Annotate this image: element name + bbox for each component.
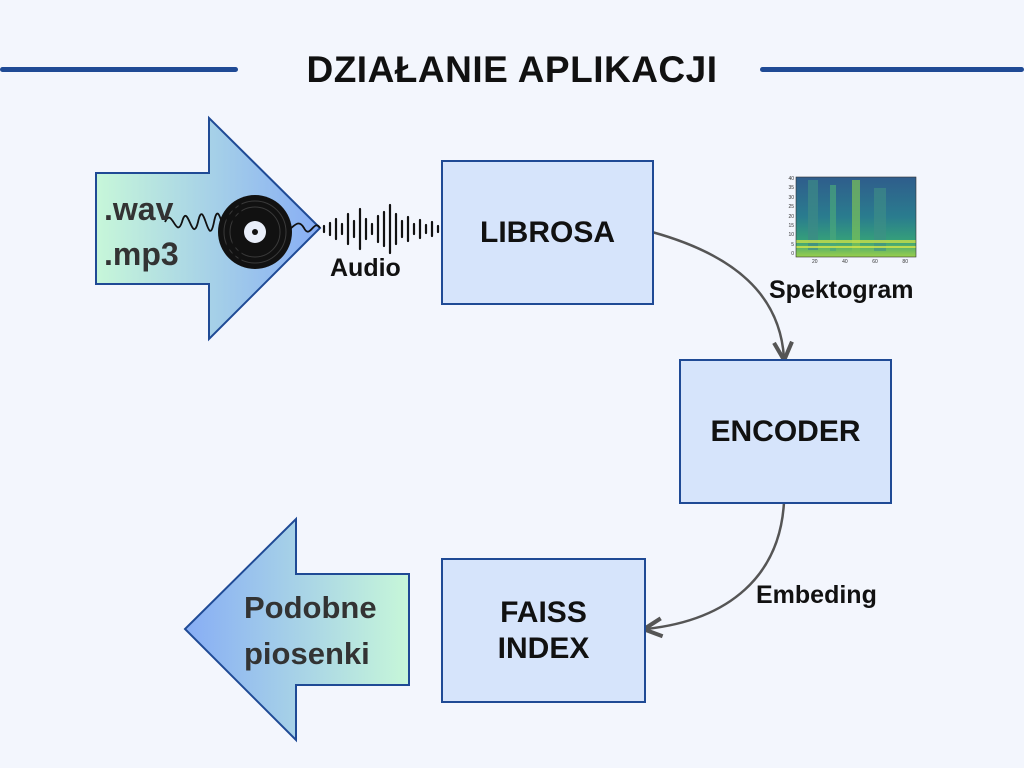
librosa-label: LIBROSA	[480, 215, 615, 249]
spectrogram-y-tick: 10	[788, 232, 794, 239]
spectrogram-y-tick: 20	[788, 213, 794, 220]
spectrogram-x-tick: 40	[842, 259, 848, 265]
title-rule-right	[760, 67, 1024, 72]
faiss-index-box: FAISS INDEX	[441, 558, 646, 703]
spectrogram-y-ticks: 40 35 30 25 20 15 10 5 0	[782, 175, 794, 259]
output-arrow	[183, 516, 410, 743]
faiss-label: FAISS	[500, 595, 587, 629]
page-title: DZIAŁANIE APLIKACJI	[306, 49, 718, 90]
spectrogram-thumbnail	[795, 176, 917, 258]
input-format-wav: .wav	[104, 191, 174, 227]
spectrogram-y-tick: 5	[791, 241, 794, 248]
index-label: INDEX	[497, 631, 590, 665]
encoder-box: ENCODER	[679, 359, 892, 504]
spectrogram-y-tick: 15	[788, 223, 794, 230]
spectrogram-label: Spektogram	[769, 276, 914, 304]
spectrogram-x-tick: 60	[872, 259, 878, 265]
sound-wave-icon	[322, 203, 440, 255]
title-rule-left	[0, 67, 238, 72]
spectrogram-x-tick: 80	[902, 259, 908, 265]
connector-librosa-encoder	[651, 230, 784, 358]
connector-encoder-faiss	[646, 501, 786, 629]
embedding-label: Embeding	[756, 581, 877, 609]
output-label-line1: Podobne	[244, 590, 377, 625]
spectrogram-x-ticks: 20 40 60 80	[812, 259, 908, 265]
spectrogram-y-tick: 25	[788, 204, 794, 211]
vinyl-record-icon	[218, 195, 292, 269]
encoder-label: ENCODER	[710, 414, 861, 448]
spectrogram-y-tick: 35	[788, 185, 794, 192]
audio-label: Audio	[330, 254, 401, 282]
spectrogram-y-tick: 30	[788, 194, 794, 201]
spectrogram-x-tick: 20	[812, 259, 818, 265]
output-label-line2: piosenki	[244, 636, 370, 671]
spectrogram-y-tick: 0	[791, 251, 794, 258]
input-format-mp3: .mp3	[104, 236, 179, 272]
spectrogram-y-tick: 40	[788, 176, 794, 182]
librosa-box: LIBROSA	[441, 160, 654, 305]
